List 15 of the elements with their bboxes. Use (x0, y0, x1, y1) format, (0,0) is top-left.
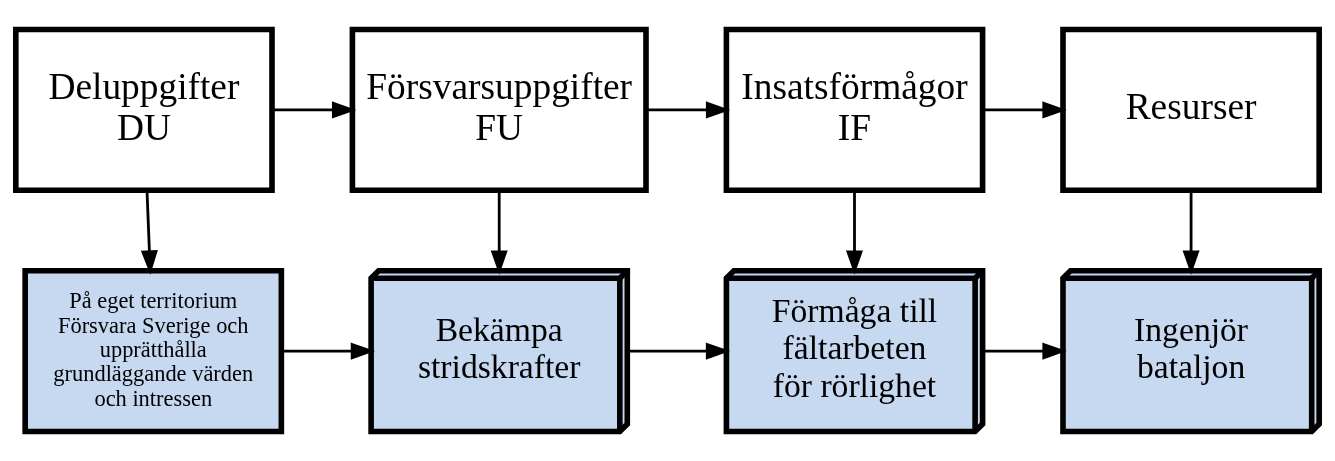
arrow (646, 101, 731, 119)
arrow (845, 190, 863, 275)
node-box: Insatsförmågor IF (723, 26, 986, 194)
arrow (627, 342, 731, 360)
arrow (490, 190, 508, 275)
node-box: Försvarsuppgifter FU (349, 26, 649, 194)
arrow (1182, 190, 1200, 275)
arrow (982, 101, 1067, 119)
arrow (982, 342, 1067, 360)
arrow (140, 190, 158, 275)
arrow (281, 342, 376, 360)
node-box: Deluppgifter DU (13, 26, 275, 194)
node-box: Resurser (1060, 26, 1322, 194)
arrow (272, 101, 357, 119)
node-box: På eget territorium Försvara Sverige och upprätthålla grundläggande värden och intressen (22, 267, 285, 435)
